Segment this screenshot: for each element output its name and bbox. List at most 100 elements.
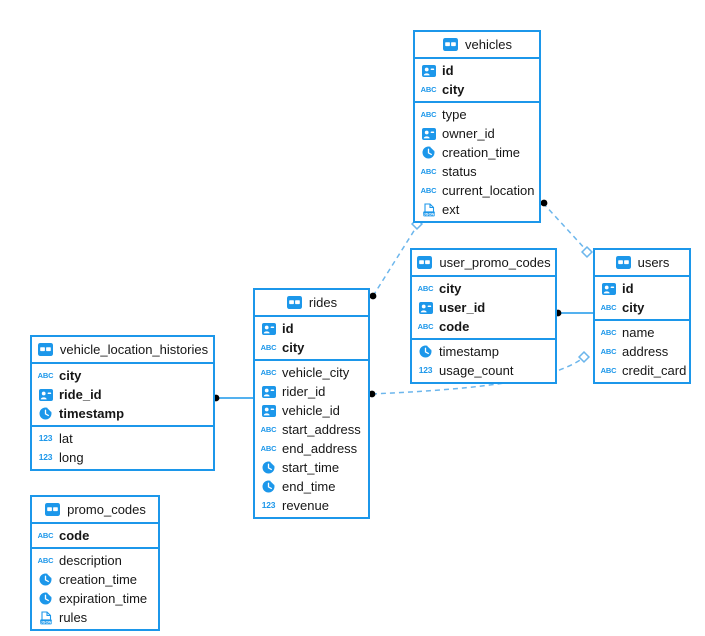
field-name: lat: [59, 431, 73, 446]
field-row-id[interactable]: id: [595, 279, 689, 298]
field-name: current_location: [442, 183, 535, 198]
type-string-icon: ABC: [260, 424, 277, 434]
field-row-timestamp[interactable]: timestamp: [32, 404, 213, 423]
field-row-user_id[interactable]: user_id: [412, 298, 555, 317]
type-json-icon: JSON: [37, 610, 54, 625]
field-name: vehicle_city: [282, 365, 350, 380]
type-string-icon: ABC: [260, 367, 277, 377]
field-name: expiration_time: [59, 591, 148, 606]
field-row-status[interactable]: ABC status: [415, 162, 539, 181]
type-timestamp-icon: [37, 407, 54, 420]
table-header[interactable]: user_promo_codes: [412, 250, 555, 277]
field-row-vehicle_id[interactable]: vehicle_id: [255, 401, 368, 420]
table-name: vehicle_location_histories: [59, 342, 209, 357]
field-row-id[interactable]: id: [255, 319, 368, 338]
table-icon: [286, 296, 303, 309]
table-name: promo_codes: [67, 502, 146, 517]
id-person-icon: [420, 64, 437, 77]
table-name: rides: [308, 295, 338, 310]
field-name: creation_time: [59, 572, 138, 587]
type-json-icon: JSON: [420, 202, 437, 217]
field-name: status: [442, 164, 477, 179]
type-string-icon: ABC: [417, 283, 434, 293]
field-name: address: [622, 344, 669, 359]
id-person-icon: [260, 322, 277, 335]
type-string-icon: ABC: [420, 166, 437, 176]
table-icon: [37, 343, 54, 356]
field-name: usage_count: [439, 363, 514, 378]
type-number-icon: 123: [38, 433, 53, 444]
id-person-icon: [420, 127, 437, 140]
field-name: long: [59, 450, 84, 465]
table-header[interactable]: promo_codes: [32, 497, 158, 524]
table-header[interactable]: vehicles: [415, 32, 539, 59]
table-header[interactable]: rides: [255, 290, 368, 317]
relation-dot-marker: [540, 199, 548, 207]
type-string-icon: ABC: [600, 327, 617, 337]
field-name: id: [622, 281, 634, 296]
type-string-icon: ABC: [260, 443, 277, 453]
field-row-ride_id[interactable]: ride_id: [32, 385, 213, 404]
field-row-vehicle_city[interactable]: ABC vehicle_city: [255, 363, 368, 382]
type-string-icon: ABC: [420, 109, 437, 119]
field-row-type[interactable]: ABC type: [415, 105, 539, 124]
field-name: code: [59, 528, 90, 543]
field-row-expiration_time[interactable]: expiration_time: [32, 589, 158, 608]
field-row-rules[interactable]: JSON rules: [32, 608, 158, 627]
type-string-icon: ABC: [37, 530, 54, 540]
relation-dot-marker: [369, 292, 377, 300]
relation-diamond-marker: [577, 350, 591, 364]
type-timestamp-icon: [260, 480, 277, 493]
field-row-creation_time[interactable]: creation_time: [415, 143, 539, 162]
field-row-id[interactable]: id: [415, 61, 539, 80]
field-row-start_time[interactable]: start_time: [255, 458, 368, 477]
table-header[interactable]: users: [595, 250, 689, 277]
field-row-owner_id[interactable]: owner_id: [415, 124, 539, 143]
field-name: type: [442, 107, 467, 122]
table-icon: [615, 256, 632, 269]
type-timestamp-icon: [37, 592, 54, 605]
field-row-rider_id[interactable]: rider_id: [255, 382, 368, 401]
table-header[interactable]: vehicle_location_histories: [32, 337, 213, 364]
field-row-creation_time[interactable]: creation_time: [32, 570, 158, 589]
table-name: vehicles: [465, 37, 512, 52]
field-name: timestamp: [59, 406, 125, 421]
field-row-code[interactable]: ABC code: [32, 526, 158, 545]
id-person-icon: [600, 282, 617, 295]
connection-vehicles-to-users: [542, 202, 588, 252]
field-name: credit_card: [622, 363, 687, 378]
field-row-lat[interactable]: 123 lat: [32, 429, 213, 448]
field-row-end_time[interactable]: end_time: [255, 477, 368, 496]
field-name: rules: [59, 610, 88, 625]
field-row-timestamp[interactable]: timestamp: [412, 342, 555, 361]
